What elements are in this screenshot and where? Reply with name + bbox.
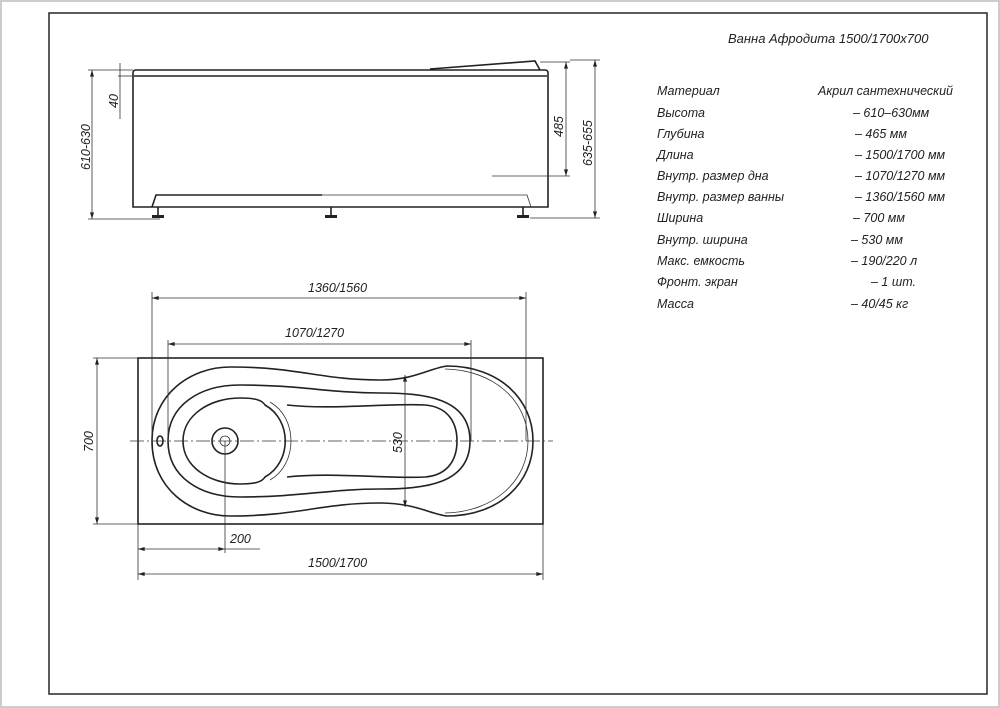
dim-depth-label: 485 <box>552 116 566 137</box>
spec-label: Глубина <box>657 127 705 141</box>
plinth-right <box>322 194 532 208</box>
dim-drain-offset-label: 200 <box>229 532 251 546</box>
spec-label: Внутр. ширина <box>657 233 748 247</box>
spec-label: Внутр. размер дна <box>657 169 769 183</box>
spec-value: – 1 шт. <box>870 275 916 289</box>
headrest-arc <box>444 368 529 514</box>
spec-table: Материал Акрил сантехнический Высота – 6… <box>655 84 953 311</box>
dim-inner-length-label: 1360/1560 <box>308 281 367 295</box>
dim-bottom-length-label: 1070/1270 <box>285 326 344 340</box>
headrest <box>429 60 541 71</box>
foot-middle <box>325 207 337 218</box>
dim-height-headrest-label: 635-655 <box>581 120 595 166</box>
plinth-left <box>151 194 322 208</box>
dim-rim-label: 40 <box>107 94 121 108</box>
dim-height-total-label: 610-630 <box>79 124 93 170</box>
spec-label: Материал <box>657 84 720 98</box>
spec-value: – 190/220 л <box>850 254 917 268</box>
spec-value: – 465 мм <box>854 127 907 141</box>
top-view: 1360/1560 1070/1270 700 530 200 1500/170… <box>82 281 553 580</box>
spec-label: Внутр. размер ванны <box>657 190 784 204</box>
spec-label: Макс. емкость <box>657 254 745 268</box>
overflow-icon <box>156 435 164 447</box>
spec-value: – 700 мм <box>852 211 905 225</box>
spec-value: – 1360/1560 мм <box>854 190 946 204</box>
spec-label: Масса <box>657 297 694 311</box>
bowl-contour <box>167 384 471 498</box>
spec-value: – 1070/1270 мм <box>854 169 946 183</box>
spec-value: – 610–630мм <box>852 106 930 120</box>
foot-right <box>517 207 529 218</box>
spec-label: Высота <box>657 106 705 120</box>
foot-left <box>152 207 164 218</box>
spec-label: Фронт. экран <box>657 275 738 289</box>
spec-label: Ширина <box>657 211 703 225</box>
dim-length-label: 1500/1700 <box>308 556 367 570</box>
spec-value: – 40/45 кг <box>850 297 908 311</box>
spec-value: – 530 мм <box>850 233 903 247</box>
dim-width-label: 700 <box>82 431 96 452</box>
dim-inner-width-label: 530 <box>391 432 405 453</box>
seat-edge <box>269 401 292 481</box>
tub-side-body <box>132 69 549 208</box>
seat-bowl <box>182 397 286 485</box>
spec-value: – 1500/1700 мм <box>854 148 946 162</box>
drawing-title: Ванна Афродита 1500/1700x700 <box>728 31 929 46</box>
bottom-channel <box>286 403 458 479</box>
tub-rim-contour <box>151 365 534 517</box>
spec-label: Длина <box>655 148 694 162</box>
drawing-frame <box>48 12 988 695</box>
spec-value: Акрил сантехнический <box>817 84 953 98</box>
side-view: 610-630 40 485 635-655 <box>79 59 600 220</box>
